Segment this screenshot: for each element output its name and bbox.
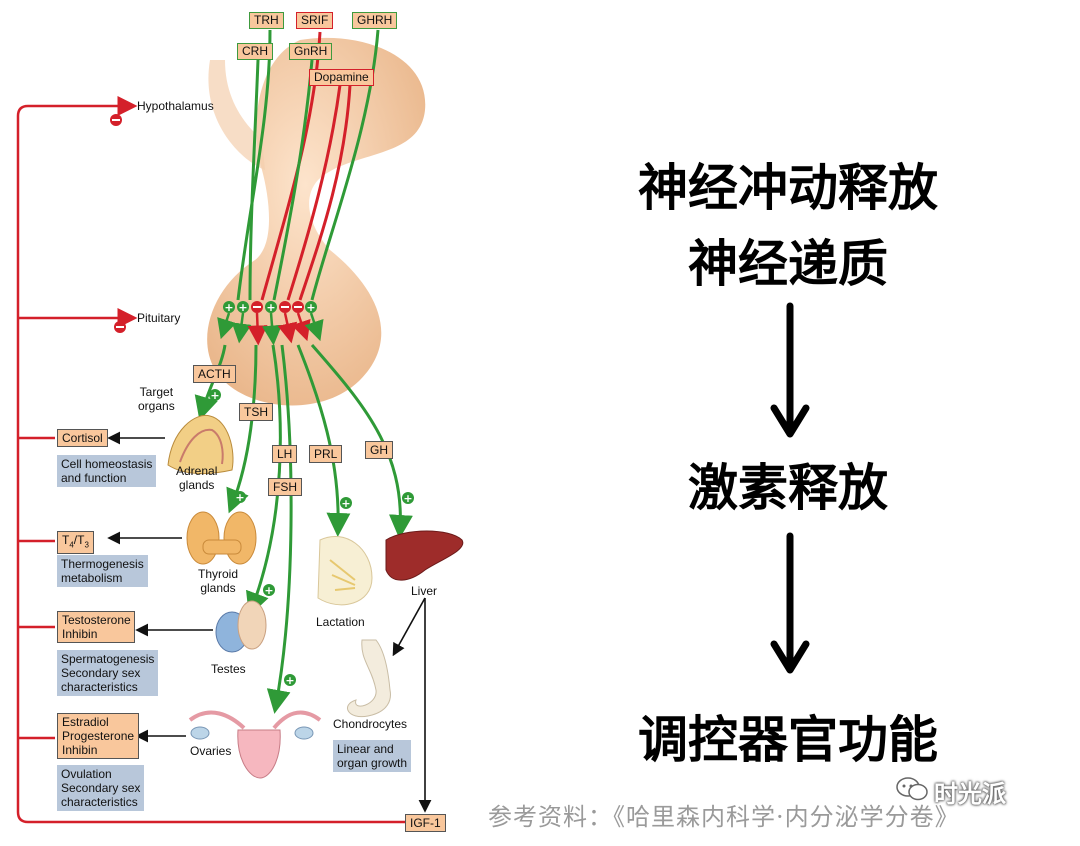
prl-box: PRL: [309, 445, 343, 463]
ovaries-shape: [188, 710, 322, 779]
ghrh-box: GHRH: [352, 12, 398, 29]
svg-text:+: +: [224, 301, 233, 314]
bone-shape: [347, 639, 391, 718]
thyroid-gland-shape: [186, 511, 257, 565]
svg-text:+: +: [210, 389, 219, 402]
liver-label: Liver: [411, 584, 438, 598]
down-arrow-icon: [770, 302, 810, 438]
svg-text:+: +: [285, 674, 294, 687]
flow-step3: 调控器官功能: [638, 711, 938, 769]
hypothalamic-pituitary-diagram: + + + + + + + + + +: [16, 29, 464, 824]
testosterone-box: Testosterone Inhibin: [57, 611, 135, 643]
adrenal-label: Adrenal glands: [176, 464, 218, 492]
dopamine-box: Dopamine: [309, 69, 374, 86]
fsh-box: FSH: [268, 478, 302, 496]
thyroid-label: Thyroid glands: [198, 567, 239, 595]
ovaries-label: Ovaries: [190, 744, 232, 758]
svg-text:+: +: [235, 491, 244, 504]
svg-text:+: +: [341, 497, 350, 510]
igf1-box: IGF-1: [405, 814, 446, 832]
hypothalamus-label: Hypothalamus: [137, 99, 214, 113]
flow-step2: 激素释放: [688, 459, 888, 517]
svg-text:+: +: [238, 301, 247, 314]
target-plus-signs: + + + + + +: [209, 389, 414, 687]
trh-box: TRH: [249, 12, 284, 29]
t4-t3-box: T4/T3: [57, 531, 94, 555]
gh-box: GH: [365, 441, 393, 459]
liver-shape: [385, 530, 464, 581]
gnrh-box: GnRH: [289, 43, 333, 60]
cortisol-box: Cortisol: [57, 429, 108, 447]
spermatogenesis-box: Spermatogenesis Secondary sex characteri…: [57, 650, 159, 696]
watermark-text: 时光派: [934, 780, 1006, 808]
target-organs-label: Target organs: [138, 385, 175, 413]
pituitary-label: Pituitary: [137, 311, 181, 325]
thermogenesis-box: Thermogenesis metabolism: [57, 555, 148, 587]
adrenal-gland-shape: [167, 414, 234, 475]
linear-growth-box: Linear and organ growth: [333, 740, 412, 772]
product-arrows: [107, 431, 432, 813]
testes-label: Testes: [211, 662, 246, 676]
negative-feedback-loop: [16, 96, 425, 824]
crh-box: CRH: [237, 43, 273, 60]
srif-box: SRIF: [296, 12, 334, 29]
releasing-hormone-axons: [236, 29, 380, 301]
chat-bubble-icon: [896, 777, 928, 801]
svg-text:+: +: [266, 301, 275, 314]
pituitary-input-arrows: [217, 312, 324, 346]
chondrocytes-label: Chondrocytes: [333, 717, 408, 731]
testes-shape: [215, 600, 267, 653]
tsh-box: TSH: [239, 403, 273, 421]
cell-homeostasis-box: Cell homeostasis and function: [57, 455, 157, 487]
svg-text:+: +: [306, 301, 315, 314]
svg-text:+: +: [403, 492, 412, 505]
reference-text: 参考资料：《哈里森内科学·内分泌学分卷》: [488, 803, 960, 831]
down-arrow-icon: [770, 532, 810, 674]
lactation-label: Lactation: [316, 615, 365, 629]
svg-text:+: +: [264, 584, 273, 597]
lh-box: LH: [272, 445, 298, 463]
acth-box: ACTH: [193, 365, 236, 383]
flow-step1-line1: 神经冲动释放: [638, 159, 938, 217]
breast-shape: [317, 535, 373, 606]
estradiol-box: Estradiol Progesterone Inhibin: [57, 713, 139, 759]
pituitary-signs: + + + +: [223, 301, 317, 314]
ovulation-box: Ovulation Secondary sex characteristics: [57, 765, 145, 811]
flow-step1-line2: 神经递质: [688, 235, 888, 293]
